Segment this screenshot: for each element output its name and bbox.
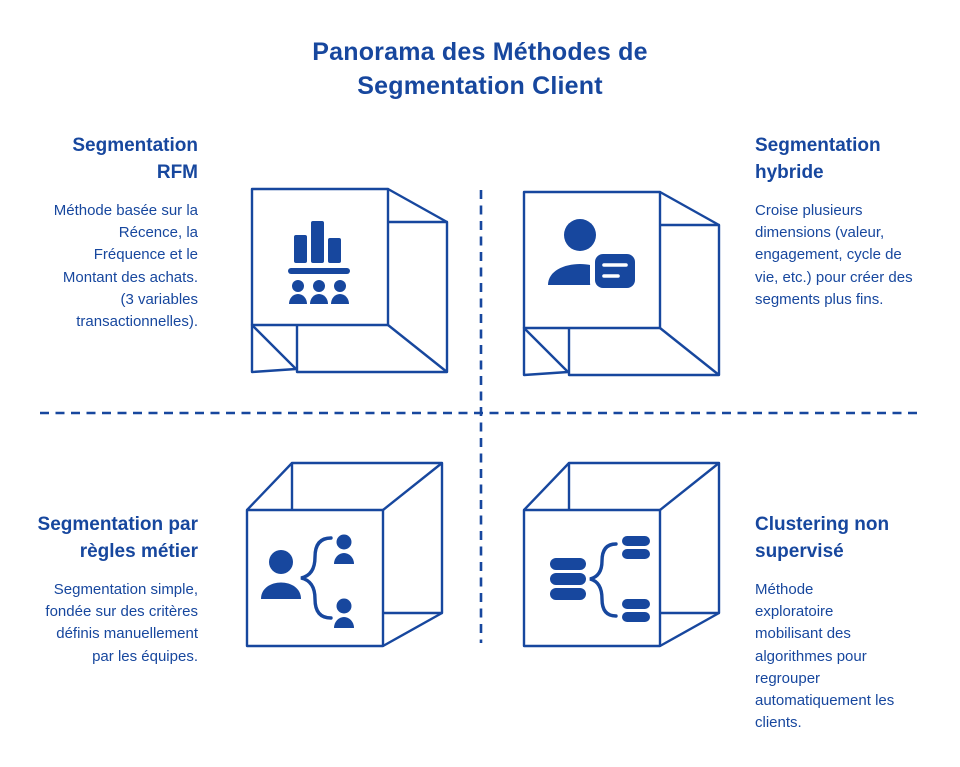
regles-illustration [243,458,448,650]
quadrant-clustering: Clustering non supervisé Méthode explora… [755,512,920,734]
quadrant-clustering-title: Clustering non supervisé [755,514,890,562]
quadrant-hybride-description: Croise plusieurs dimensions (valeur, eng… [755,201,913,308]
database-cluster-icon [550,536,650,622]
clustering-illustration [520,458,725,650]
rfm-illustration [248,185,453,377]
open-box-graphic [522,461,721,648]
quadrant-hybride-title: Segmentation hybride [755,135,881,183]
quadrant-regles-description: Segmentation simple, fondée sur des crit… [45,580,198,665]
open-box-graphic [250,187,449,374]
bar-chart-people-icon [288,221,350,304]
person-split-icon [261,534,354,628]
person-card-icon [548,219,640,293]
quadrant-hybride: Segmentation hybride Croise plusieurs di… [755,133,925,311]
quadrant-rfm-title: Segmentation RFM [72,135,198,183]
page-title: Panorama des Méthodes de Segmentation Cl… [312,38,648,100]
quadrant-regles-title: Segmentation par règles métier [37,514,198,562]
quadrant-rfm-description: Méthode basée sur la Récence, la Fréquen… [53,201,198,330]
open-box-graphic [245,461,444,648]
hybride-illustration [520,188,725,380]
quadrant-clustering-description: Méthode exploratoire mobilisant des algo… [755,580,895,732]
quadrant-regles: Segmentation par règles métier Segmentat… [36,512,198,668]
quadrant-rfm: Segmentation RFM Méthode basée sur la Ré… [30,133,198,333]
